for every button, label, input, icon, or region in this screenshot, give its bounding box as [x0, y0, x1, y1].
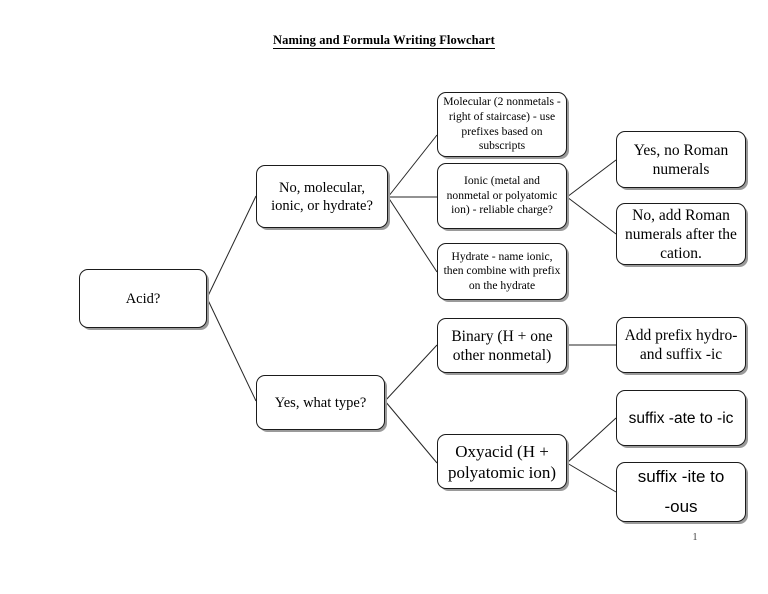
node-ionic-label: Ionic (metal and nonmetal or polyatomic …	[446, 174, 558, 217]
node-oxyacid[interactable]: Oxyacid (H + polyatomic ion)	[437, 434, 567, 489]
node-acid[interactable]: Acid?	[79, 269, 207, 328]
node-roman-yes-label: Yes, no Roman numerals	[633, 141, 729, 178]
node-binary[interactable]: Binary (H + one other nonmetal)	[437, 318, 567, 373]
node-yes-what-type[interactable]: Yes, what type?	[256, 375, 385, 430]
page-title-text: Naming and Formula Writing Flowchart	[273, 33, 495, 49]
node-hydrate-label: Hydrate - name ionic, then combine with …	[443, 249, 561, 292]
edge-ionic-to-romanno	[566, 196, 617, 235]
node-no-molecular-ionic-hydrate[interactable]: No, molecular, ionic, or hydrate?	[256, 165, 388, 228]
edge-oxyacid-to-ateic	[566, 417, 617, 464]
node-molecular[interactable]: Molecular (2 nonmetals - right of stairc…	[437, 92, 567, 157]
node-ite-ous-line1: suffix -ite to	[637, 467, 725, 486]
page-number: 1	[692, 532, 698, 543]
node-hydro-prefix-ic-suffix[interactable]: Add prefix hydro- and suffix -ic	[616, 317, 746, 373]
node-ionic[interactable]: Ionic (metal and nonmetal or polyatomic …	[437, 163, 567, 229]
node-roman-numerals-yes[interactable]: Yes, no Roman numerals	[616, 131, 746, 188]
node-molecular-label: Molecular (2 nonmetals - right of stairc…	[443, 95, 561, 153]
node-suffix-ite-to-ous[interactable]: suffix -ite to -ous	[616, 462, 746, 522]
edge-ionic-to-romanyes	[566, 159, 617, 198]
edge-acid-to-no	[206, 195, 257, 299]
edge-no-to-hydrate	[387, 196, 438, 273]
edge-no-to-molecular	[387, 134, 438, 198]
node-acid-label: Acid?	[125, 290, 161, 307]
edge-acid-to-yes	[206, 297, 257, 402]
node-yes-branch-label: Yes, what type?	[274, 394, 367, 411]
node-hydrate[interactable]: Hydrate - name ionic, then combine with …	[437, 243, 567, 300]
edge-yes-to-oxyacid	[384, 400, 438, 464]
node-hydro-ic-label: Add prefix hydro- and suffix -ic	[624, 327, 738, 363]
node-roman-no-label: No, add Roman numerals after the cation.	[625, 206, 737, 262]
page-title: Naming and Formula Writing Flowchart	[0, 33, 768, 49]
node-roman-numerals-no[interactable]: No, add Roman numerals after the cation.	[616, 203, 746, 265]
node-ite-ous-line2: -ous	[664, 497, 698, 516]
edge-oxyacid-to-iteous	[566, 462, 617, 493]
node-suffix-ate-to-ic[interactable]: suffix -ate to -ic	[616, 390, 746, 446]
edge-yes-to-binary	[384, 344, 438, 402]
node-binary-label: Binary (H + one other nonmetal)	[451, 327, 553, 364]
node-oxyacid-label: Oxyacid (H + polyatomic ion)	[447, 441, 557, 482]
node-ate-ic-label: suffix -ate to -ic	[628, 409, 734, 427]
node-no-branch-label: No, molecular, ionic, or hydrate?	[271, 179, 373, 214]
node-ite-ous-label: suffix -ite to -ous	[617, 462, 745, 522]
